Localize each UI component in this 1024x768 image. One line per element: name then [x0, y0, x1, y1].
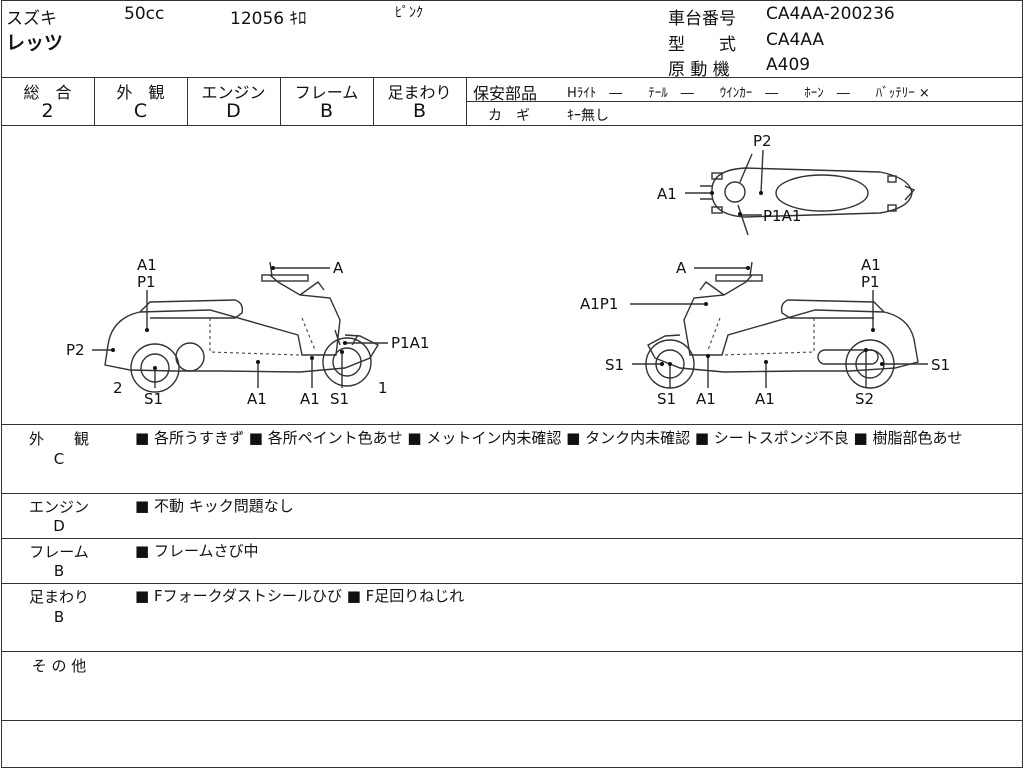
grade-frame-value: B	[319, 100, 334, 122]
right-label-a1-floor: A1	[755, 390, 775, 408]
right-label-s1-right: S1	[931, 356, 950, 374]
note-engine-label: エンジン	[28, 498, 89, 516]
type-label: 型 式	[668, 35, 736, 55]
safety-label: 保安部品	[473, 84, 538, 103]
grade-engine-label: エンジン	[201, 83, 266, 102]
key-value: ｷｰ無し	[567, 108, 609, 124]
note-engine-grade: D	[53, 517, 65, 535]
engine-label: 原 動 機	[668, 60, 730, 80]
grade-overall-label: 総 合	[23, 83, 72, 102]
frame-no-label: 車台番号	[668, 9, 736, 29]
left-label-p2: P2	[66, 341, 85, 359]
note-engine-text: ■ 不動 キック問題なし	[135, 497, 294, 515]
grade-engine-value: D	[226, 100, 241, 122]
right-label-p1: P1	[861, 273, 880, 291]
right-label-a1p1: A1P1	[580, 295, 618, 313]
note-exterior-grade: C	[53, 450, 65, 468]
scooter-top-view: A1 P2 P1A1	[657, 132, 916, 236]
left-label-a1: A1	[137, 256, 157, 274]
right-label-a: A	[676, 259, 687, 277]
note-frame-grade: B	[53, 562, 65, 580]
note-other-label: そ の 他	[31, 657, 87, 675]
mileage: 12056 ｷﾛ	[230, 9, 307, 29]
left-label-s1-rear: S1	[144, 390, 163, 408]
damage-diagram: A1 P2 P1A1 A1 P1 A P2 P1A1	[66, 132, 950, 408]
key-label: カ ギ	[488, 108, 530, 124]
right-label-s1-left: S1	[605, 356, 624, 374]
model-name: レッツ	[6, 32, 64, 54]
left-label-s1-front: S1	[330, 390, 349, 408]
left-label-a1-floor: A1	[247, 390, 267, 408]
type-value: CA4AA	[766, 30, 825, 50]
engine-value: A409	[766, 55, 811, 75]
top-label-p1a1: P1A1	[763, 207, 801, 225]
grade-frame-label: フレーム	[294, 83, 359, 102]
note-frame-label: フレーム	[29, 543, 89, 561]
scooter-right-view: A A1P1 A1 P1 S1 S1 S1 A1 A1 S2	[580, 256, 950, 408]
frame-no: CA4AA-200236	[766, 4, 895, 24]
maker: スズキ	[6, 9, 57, 29]
safety-items: Hﾗｲﾄ ― ﾃｰﾙ ― ｳｲﾝｶｰ ― ﾎｰﾝ ― ﾊﾞｯﾃﾘｰ ×	[567, 86, 930, 101]
left-label-a: A	[333, 259, 344, 277]
top-label-p2: P2	[753, 132, 772, 150]
note-frame-text: ■ フレームさび中	[135, 542, 259, 560]
displacement: 50cc	[124, 4, 165, 24]
right-label-s1-bottom: S1	[657, 390, 676, 408]
grade-exterior-label: 外 観	[116, 83, 165, 102]
right-label-a1: A1	[861, 256, 881, 274]
note-suspension-text: ■ Fフォークダストシールひび ■ F足回りねじれ	[135, 587, 465, 605]
right-label-s2: S2	[855, 390, 874, 408]
grade-overall-value: 2	[41, 100, 54, 122]
note-suspension-label: 足まわり	[28, 588, 89, 606]
scooter-left-view: A1 P1 A P2 P1A1 2 S1 A1 A1 S1 1	[66, 256, 429, 408]
grade-exterior-value: C	[133, 100, 148, 122]
grade-suspension-label: 足まわり	[387, 83, 452, 102]
note-suspension-grade: B	[53, 608, 65, 626]
left-label-p1a1: P1A1	[391, 334, 429, 352]
note-exterior-text: ■ 各所うすきず ■ 各所ペイント色あせ ■ メットイン内未確認 ■ タンク内未…	[135, 429, 963, 447]
color: ﾋﾟﾝｸ	[395, 5, 423, 21]
left-label-a1-front: A1	[300, 390, 320, 408]
top-label-a1: A1	[657, 185, 677, 203]
left-label-p1: P1	[137, 273, 156, 291]
left-label-2: 2	[113, 379, 123, 397]
left-label-1: 1	[378, 379, 388, 397]
grade-suspension-value: B	[412, 100, 427, 122]
right-label-a1-front: A1	[696, 390, 716, 408]
note-exterior-label: 外 観	[28, 430, 89, 448]
